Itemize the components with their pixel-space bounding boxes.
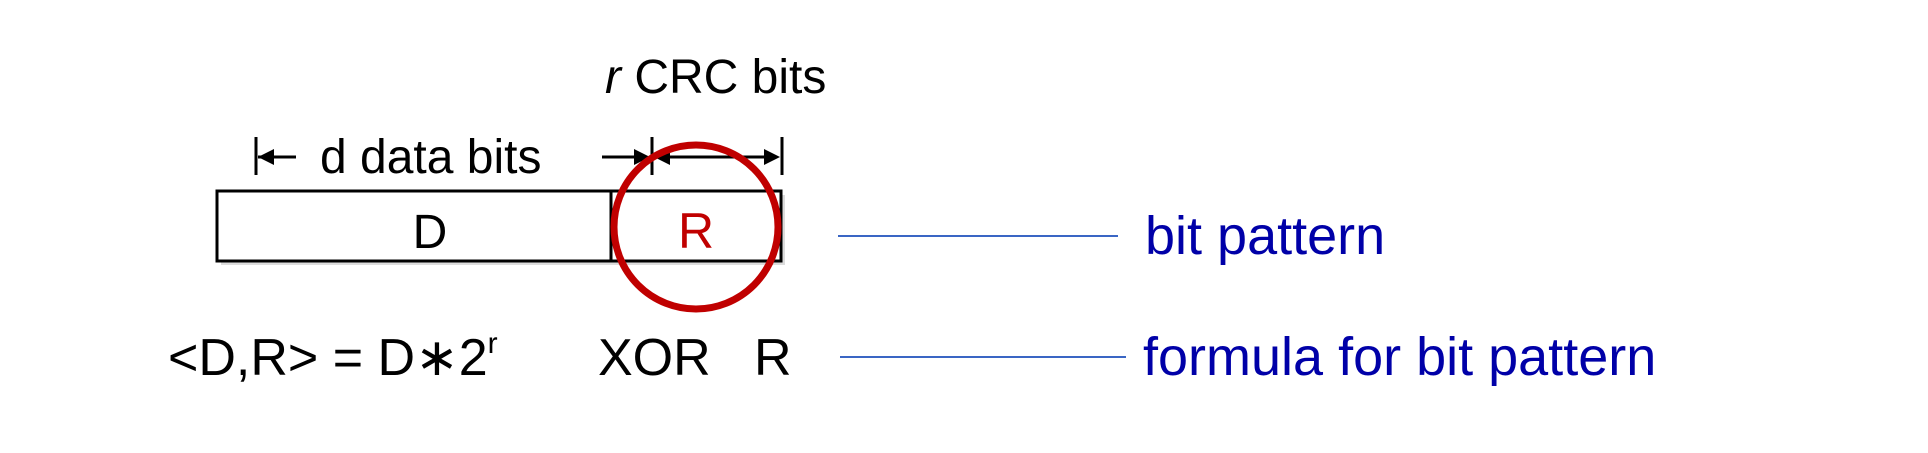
- bit-pattern-box: [215, 189, 783, 263]
- formula-xor: XOR: [598, 329, 711, 387]
- formula-lhs: <D,R> = D: [168, 329, 415, 387]
- data-bits-right-arrowhead: [634, 149, 650, 165]
- formula-exponent: r: [488, 327, 498, 360]
- crc-bits-label: r CRC bits: [605, 51, 826, 104]
- data-field-label: D: [413, 206, 448, 259]
- formula-base: 2: [459, 329, 488, 387]
- formula-r: R: [754, 329, 792, 387]
- crc-bits-var: r: [605, 51, 623, 104]
- crc-highlight-circle: [610, 141, 782, 313]
- data-bits-dimension: [254, 137, 650, 175]
- crc-bits-dimension: [650, 137, 784, 175]
- formula-text: <D,R> = D∗2r: [168, 327, 498, 387]
- crc-bits-text: CRC bits: [621, 51, 826, 104]
- formula-annotation: formula for bit pattern: [1143, 327, 1656, 387]
- data-bits-left-arrowhead: [258, 149, 274, 165]
- crc-bits-right-arrowhead: [764, 149, 780, 165]
- bit-pattern-annotation: bit pattern: [1145, 206, 1385, 266]
- data-bits-label: d data bits: [320, 131, 541, 184]
- formula-op: ∗: [415, 329, 459, 387]
- crc-field-label: R: [678, 203, 714, 259]
